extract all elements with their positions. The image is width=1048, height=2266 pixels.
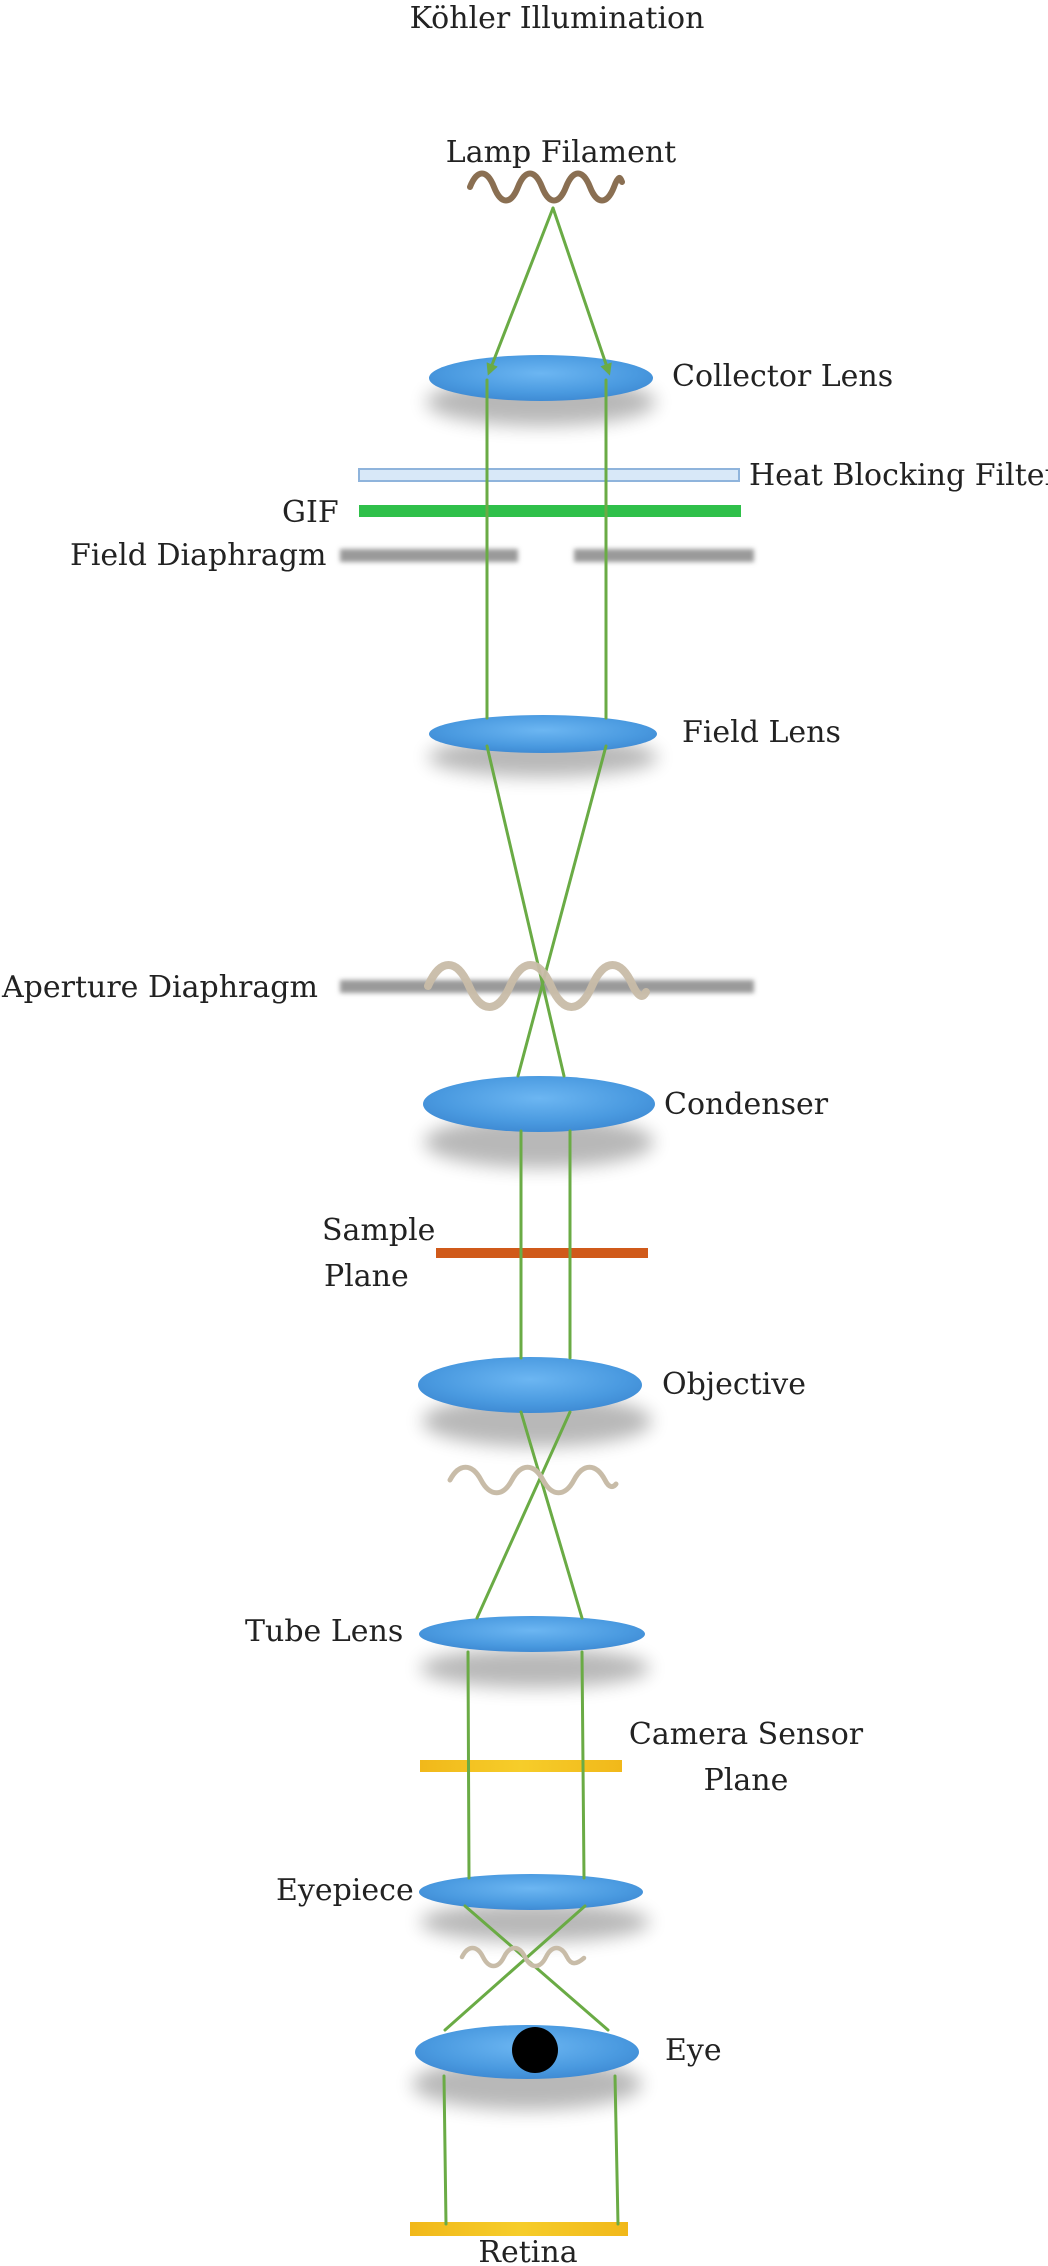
sample-plane-label-line1: Sample <box>322 1213 435 1248</box>
condenser-label: Condenser <box>664 1087 829 1122</box>
field-lens-label: Field Lens <box>682 715 841 750</box>
retina <box>410 2222 628 2236</box>
lamp-filament <box>467 170 625 204</box>
camera-sensor-plane <box>420 1760 622 1772</box>
sample-plane-label-line2: Plane <box>324 1259 409 1294</box>
heat-blocking-filter <box>358 468 740 482</box>
lens-shadows <box>412 378 658 2110</box>
objective-filament-image <box>447 1464 619 1496</box>
tube-lens <box>419 1616 645 1652</box>
objective-lens <box>418 1357 642 1413</box>
eye-label: Eye <box>665 2033 722 2068</box>
lamp-filament-label: Lamp Filament <box>446 135 676 170</box>
collector-lens-label: Collector Lens <box>672 359 893 394</box>
diagram-title: Köhler Illumination <box>410 1 705 36</box>
aperture-diaphragm-label: Aperture Diaphragm <box>1 970 318 1005</box>
camera-sensor-label-line2: Plane <box>704 1763 789 1798</box>
field-diaphragm-label: Field Diaphragm <box>70 538 326 573</box>
eye-pupil <box>512 2027 558 2073</box>
light-rays <box>442 206 620 2226</box>
retina-label: Retina <box>478 2235 577 2266</box>
gif-label: GIF <box>282 495 339 530</box>
eyepiece-label: Eyepiece <box>276 1873 414 1908</box>
heat-blocking-filter-label: Heat Blocking Filter <box>749 458 1048 493</box>
eyepiece-lens <box>419 1874 643 1910</box>
camera-sensor-label-line1: Camera Sensor <box>629 1717 864 1752</box>
field-lens <box>429 715 657 753</box>
gif-filter <box>359 505 741 517</box>
field-diaphragm <box>340 549 754 562</box>
aperture-filament-image <box>424 961 650 1011</box>
eyepiece-filament-image <box>459 1945 587 1969</box>
labels: Lamp Filament Collector Lens Heat Blocki… <box>1 135 1048 2266</box>
collector-lens <box>429 355 653 401</box>
objective-label: Objective <box>662 1367 806 1402</box>
condenser-lens <box>423 1076 655 1132</box>
tube-lens-label: Tube Lens <box>245 1614 403 1649</box>
sample-plane <box>436 1248 648 1258</box>
